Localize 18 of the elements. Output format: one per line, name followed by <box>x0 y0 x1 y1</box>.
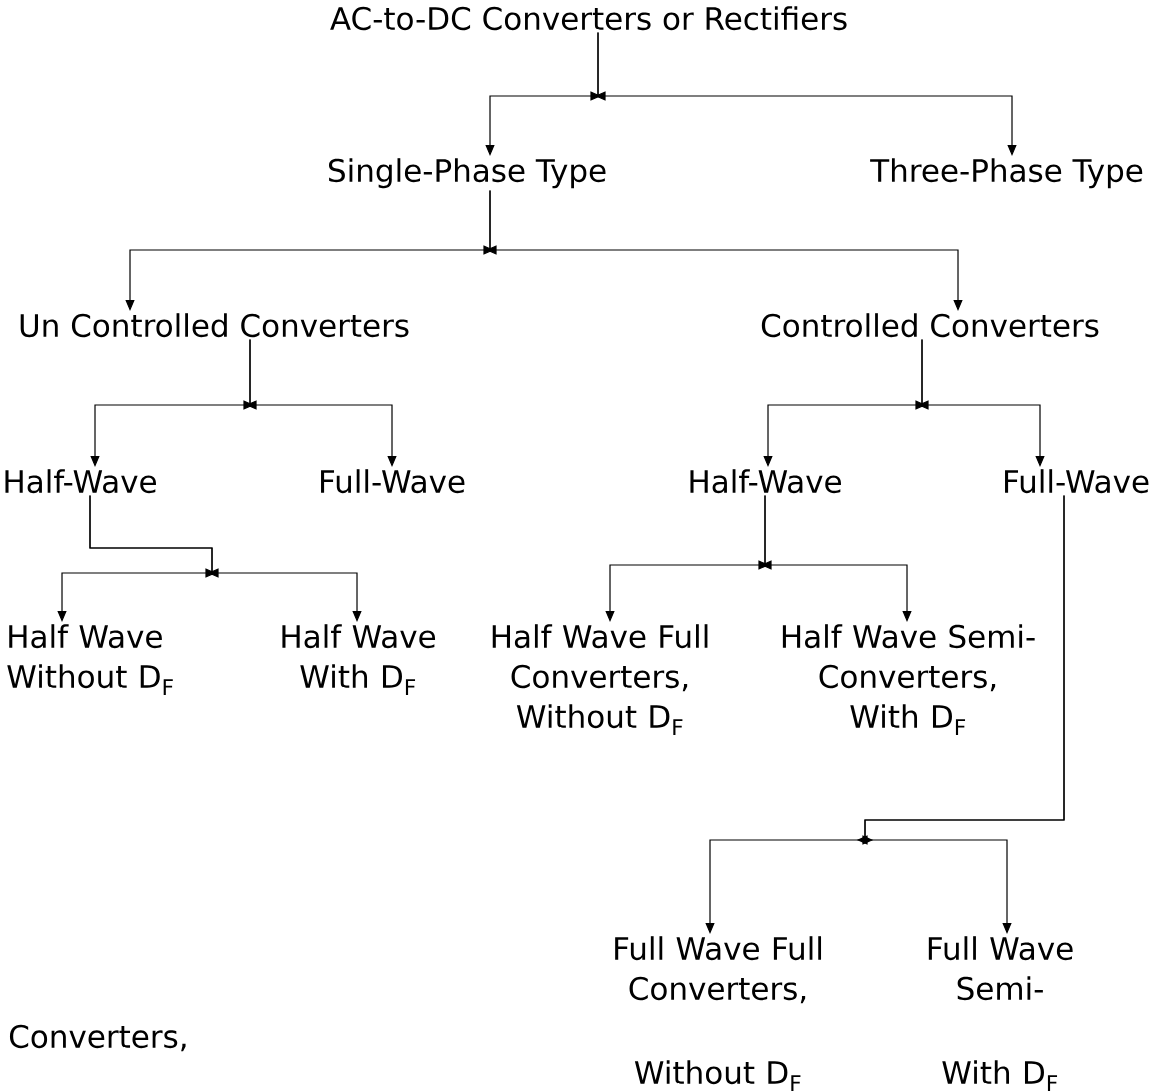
stray-text: Converters, <box>9 1024 186 1052</box>
tree-label: Full Wave Semi- With D$_{F}$ <box>928 936 1073 1091</box>
tree-label: Half Wave With D$_{F}$ <box>282 624 436 695</box>
tree-label: Half-Wave <box>5 469 156 494</box>
tree-label: Un Controlled Converters <box>20 313 409 338</box>
tree-label: Full Wave Full Converters, Without D$_{F}$ <box>615 936 822 1091</box>
arrow <box>243 338 397 467</box>
tree-label: Half-Wave <box>690 469 841 494</box>
tree-label: Half Wave Semi-Converters, With D$_{F}$ <box>782 624 1035 735</box>
tree-label: Controlled Converters <box>761 313 1099 338</box>
arrow <box>915 338 1045 467</box>
tree-label: Three-Phase Type <box>870 158 1143 189</box>
tree-label: Half Wave Full Converters, Without D$_{F}$ <box>492 624 708 735</box>
tree-label: AC-to-DC Converters or Rectifiers <box>330 6 847 31</box>
tree-label: Full-Wave <box>1005 469 1149 494</box>
tree-label: Full-Wave <box>321 469 465 494</box>
tree-label: Single-Phase Type <box>329 158 606 189</box>
tree-label: Half Wave Without D$_{F}$ <box>7 624 173 695</box>
